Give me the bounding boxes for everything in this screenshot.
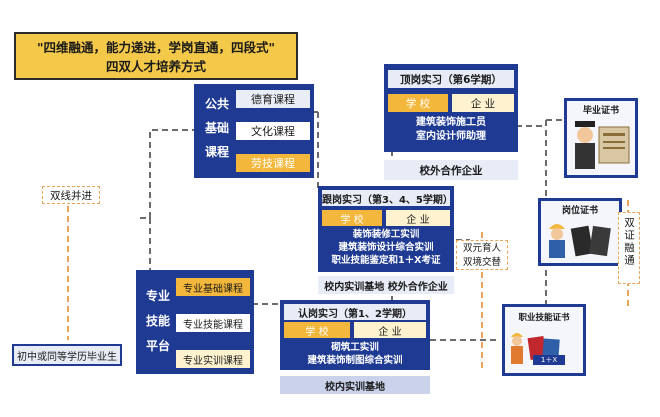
- skill-cert-inner: 职业技能证书 1＋X: [505, 307, 583, 373]
- skill-cert-badge: 1＋X: [540, 356, 558, 364]
- course-labor: 劳技课程: [236, 154, 310, 172]
- public-label-1: 公共: [204, 97, 229, 111]
- stage-low-base: 校内实训基地: [280, 376, 430, 394]
- worker-icon: [549, 224, 611, 258]
- dual-edu-2: 双境交替: [462, 257, 501, 268]
- course-pro-skill: 专业技能课程: [176, 314, 250, 332]
- skill-cert-label: 职业技能证书: [518, 313, 570, 323]
- stage-mid-content: 装饰装修工实训 建筑装饰设计综合实训 职业技能鉴定和1＋X考证: [320, 228, 452, 267]
- stage-top-base: 校外合作企业: [384, 160, 518, 180]
- public-label: 公共 基础 课程: [200, 92, 234, 164]
- stage-mid-card: 跟岗实习（第3、4、5学期） 学 校 企 业 装饰装修工实训 建筑装饰设计综合实…: [318, 186, 454, 272]
- stage-mid-item-1: 装饰装修工实训: [352, 229, 420, 240]
- origin-label: 初中或同等学历毕业生: [12, 344, 122, 366]
- stage-top-content: 建筑装饰施工员 室内设计师助理: [388, 116, 514, 144]
- pro-label: 专业 技能 平台: [140, 284, 176, 359]
- course-moral: 德育课程: [236, 90, 310, 108]
- stage-low-card: 认岗实习（第1、2学期） 学 校 企 业 砌筑工实训 建筑装饰制图综合实训: [280, 300, 430, 370]
- pro-label-2: 技能: [145, 314, 170, 328]
- stage-low-school: 学 校: [284, 322, 350, 338]
- stage-top-title: 顶岗实习（第6学期）: [388, 70, 514, 88]
- public-label-3: 课程: [204, 145, 229, 159]
- line-to-public: [149, 129, 198, 218]
- course-pro-basic: 专业基础课程: [176, 278, 250, 296]
- stage-mid-item-2: 建筑装饰设计综合实训: [338, 242, 434, 253]
- stage-mid-base: 校内实训基地 校外合作企业: [318, 276, 454, 294]
- skill-cert-card: 职业技能证书 1＋X: [502, 304, 586, 376]
- stage-low-enterprise: 企 业: [354, 322, 426, 338]
- stage-mid-title: 跟岗实习（第3、4、5学期）: [322, 190, 453, 206]
- stage-mid-school: 学 校: [322, 210, 382, 226]
- post-cert-card: 岗位证书: [538, 198, 622, 266]
- stage-low-item-2: 建筑装饰制图综合实训: [307, 355, 403, 366]
- title-line2: 四双人才培养方式: [105, 59, 206, 74]
- skill-cert-icon: [511, 333, 565, 365]
- dual-cert-2: 融通: [623, 242, 635, 267]
- graduation-cert-card: 毕业证书: [564, 98, 638, 178]
- title-line1: "四维融通，能力递进，学岗直通，四段式": [36, 40, 276, 55]
- post-cert-inner: 岗位证书: [541, 201, 619, 263]
- dual-edu-label: 双元育人 双境交替: [456, 240, 508, 270]
- stage-top-enterprise: 企 业: [452, 94, 514, 112]
- stage-low-title: 认岗实习（第1、2学期）: [284, 304, 426, 320]
- pro-label-1: 专业: [145, 289, 170, 303]
- course-culture: 文化课程: [236, 122, 310, 140]
- dual-track-label: 双线并进: [42, 186, 100, 204]
- stage-top-item-1: 建筑装饰施工员: [416, 117, 486, 128]
- pro-label-3: 平台: [145, 339, 170, 353]
- dual-edu-1: 双元育人: [462, 243, 501, 254]
- graduation-cert-label: 毕业证书: [582, 106, 619, 116]
- stage-top-card: 顶岗实习（第6学期） 学 校 企 业 建筑装饰施工员 室内设计师助理: [384, 64, 518, 152]
- pro-platform: 专业 技能 平台 专业基础课程 专业技能课程 专业实训课程: [136, 270, 254, 374]
- graduation-cert-inner: 毕业证书: [567, 101, 635, 175]
- stage-low-content: 砌筑工实训 建筑装饰制图综合实训: [284, 341, 426, 367]
- dual-cert-1: 双证: [623, 217, 635, 242]
- stage-low-item-1: 砌筑工实训: [331, 342, 379, 353]
- public-platform: 公共 基础 课程 德育课程 文化课程 劳技课程: [194, 84, 314, 178]
- stage-mid-item-3: 职业技能鉴定和1＋X考证: [331, 255, 441, 266]
- graduate-person-icon: [575, 121, 630, 169]
- dual-cert-label: 双证融通: [618, 212, 640, 284]
- post-cert-label: 岗位证书: [561, 206, 598, 216]
- title-box: "四维融通，能力递进，学岗直通，四段式" 四双人才培养方式: [14, 32, 298, 80]
- dual-cert-text: 双证融通: [621, 217, 637, 267]
- stage-mid-enterprise: 企 业: [386, 210, 450, 226]
- stage-top-item-2: 室内设计师助理: [416, 131, 486, 142]
- stage-top-school: 学 校: [388, 94, 448, 112]
- course-pro-train: 专业实训课程: [176, 350, 250, 368]
- public-label-2: 基础: [204, 121, 229, 135]
